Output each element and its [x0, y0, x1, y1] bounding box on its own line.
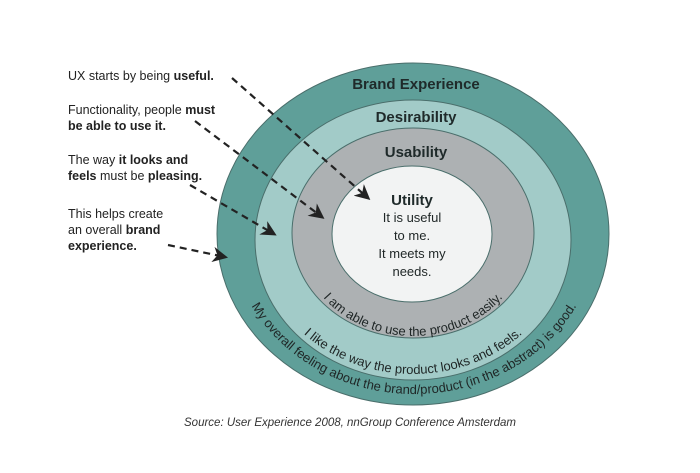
arrow-usable-to-usability [194, 120, 325, 219]
annotation-brand: This helps create an overall brand exper… [68, 206, 178, 254]
utility-line-2: to me. [394, 228, 430, 243]
annotation-pleasing-text-2: must be [96, 169, 148, 183]
ring-title-utility: Utility [391, 192, 433, 209]
annotation-brand-text: This helps create an overall [68, 207, 164, 237]
annotation-usable-text: Functionality, people [68, 103, 186, 117]
arrow-brand-to-brand-experience [167, 243, 229, 262]
arrow-useful-to-utility [231, 77, 371, 201]
annotation-usable: Functionality, people must be able to us… [68, 102, 228, 134]
ring-title-usability: Usability [385, 144, 448, 161]
annotation-pleasing-bold-2: pleasing. [147, 169, 203, 183]
annotation-usable-bold: must be able to use it. [68, 103, 216, 133]
source-citation: Source: User Experience 2008, nnGroup Co… [184, 417, 516, 429]
annotation-useful-text: UX starts by being [68, 69, 174, 83]
annotation-useful: UX starts by being useful. [68, 68, 238, 84]
arrow-pleasing-to-desirability [189, 184, 277, 236]
annotation-pleasing-bold-1: it looks and feels [68, 153, 189, 183]
ring-title-brand-experience: Brand Experience [352, 76, 480, 93]
annotation-useful-bold: useful. [173, 69, 214, 83]
annotation-brand-bold: brand experience. [68, 223, 161, 253]
ring-utility [331, 165, 493, 303]
utility-line-1: It is useful [383, 210, 442, 225]
utility-line-3: It meets my [378, 246, 446, 261]
utility-line-4: needs. [392, 264, 431, 279]
ring-title-desirability: Desirability [376, 109, 458, 126]
annotation-pleasing-text-1: The way [68, 153, 119, 167]
annotation-pleasing: The way it looks and feels must be pleas… [68, 152, 218, 184]
